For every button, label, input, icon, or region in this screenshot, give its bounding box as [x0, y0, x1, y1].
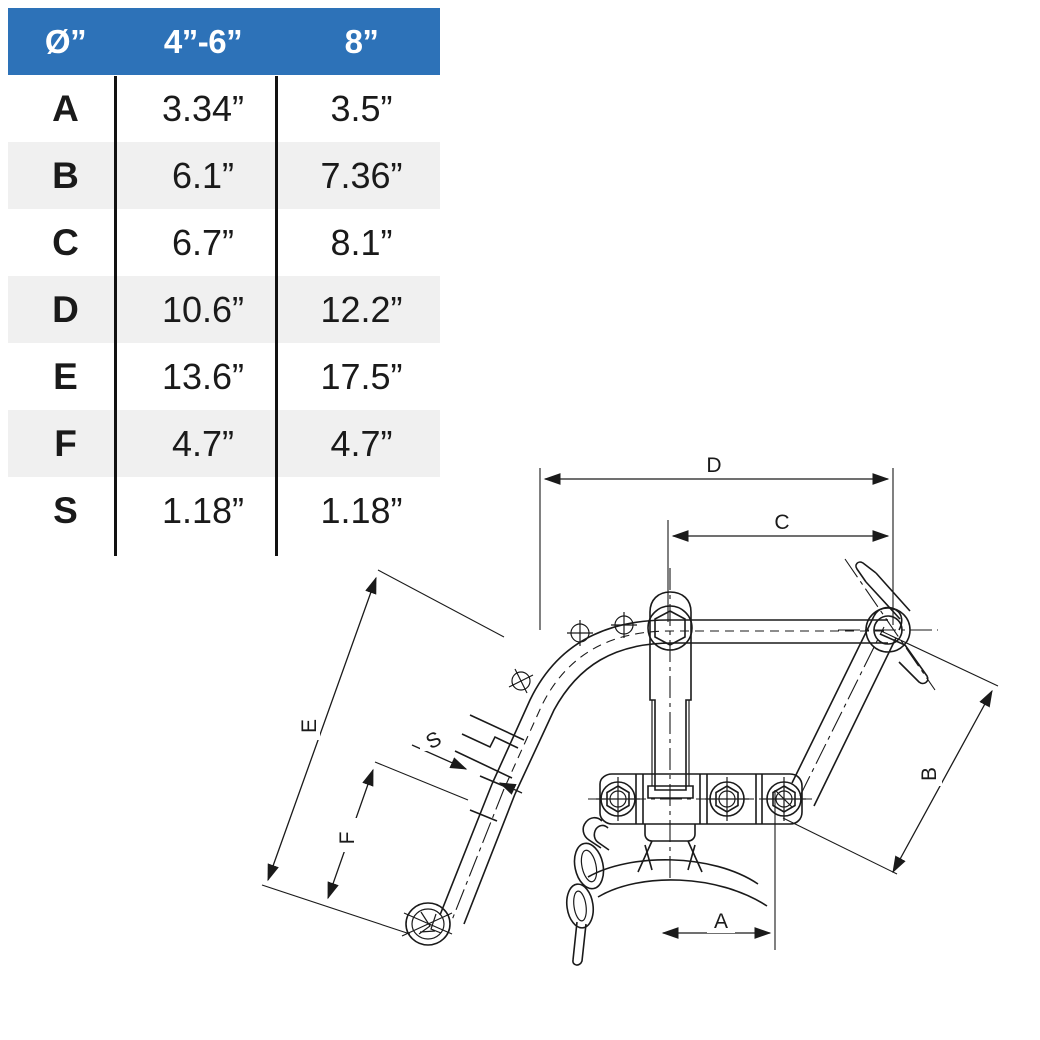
table-header-row: Ø” 4”-6” 8”: [8, 8, 440, 75]
dimension-label-f: F: [336, 832, 359, 845]
row-label-b: B: [8, 142, 123, 209]
row-label-e: E: [53, 355, 78, 397]
dimension-table: Ø” 4”-6” 8” A 3.34” 3.5” B 6.1” 7.36” C …: [8, 8, 440, 544]
header-4-6-inch: 4”-6”: [123, 8, 283, 75]
cell-f-4to6: 4.7”: [123, 410, 283, 477]
table-row: A 3.34” 3.5”: [8, 75, 440, 142]
table-row: E 13.6” 17.5”: [8, 343, 440, 410]
curved-arm: [454, 612, 888, 795]
cell-e-8: 17.5”: [320, 355, 403, 397]
cell-s-8: 1.18”: [320, 489, 403, 531]
dimension-a: A: [661, 790, 776, 950]
adjustment-holes: [508, 612, 637, 694]
cell-f-8: 4.7”: [283, 410, 440, 477]
linkage-body: [588, 773, 812, 825]
hex-nut-top: [647, 605, 693, 651]
table-row: C 6.7” 8.1”: [8, 209, 440, 276]
dimension-label-e: E: [298, 719, 321, 733]
table-row: S 1.18” 1.18”: [8, 477, 440, 544]
cell-a-8: 3.5”: [330, 87, 393, 129]
table-column-divider-2: [275, 76, 278, 556]
dimension-c: C: [667, 511, 890, 622]
dimension-table-header: Ø” 4”-6” 8”: [8, 8, 440, 75]
spindle-column: [647, 568, 694, 880]
cell-d-4to6: 10.6”: [123, 276, 283, 343]
dimension-label-s: S: [422, 727, 445, 754]
table-row: D 10.6” 12.2”: [8, 276, 440, 343]
row-label-f: F: [8, 410, 123, 477]
cell-b-8: 7.36”: [283, 142, 440, 209]
dimension-label-c: C: [774, 511, 789, 534]
pipe-arc: [587, 859, 768, 907]
cell-s-4to6: 1.18”: [161, 489, 245, 531]
hex-bolt-middle: [705, 777, 749, 821]
cell-e-4to6: 13.6”: [161, 355, 245, 397]
row-label-a: A: [52, 87, 79, 129]
cell-a-4to6: 3.34”: [161, 87, 245, 129]
row-label-s: S: [53, 489, 78, 531]
dimension-e: E: [261, 569, 505, 935]
row-label-c: C: [52, 221, 79, 263]
swivel-pad-icon: [401, 902, 453, 946]
cell-c-8: 8.1”: [330, 221, 393, 263]
header-8-inch: 8”: [283, 8, 440, 75]
table-row: F 4.7” 4.7”: [8, 410, 440, 477]
clamp-shoe: [637, 824, 703, 873]
dimension-s: S: [411, 727, 523, 795]
lower-left-tube: [401, 775, 516, 946]
dimension-label-a: A: [714, 910, 728, 933]
hex-bolt-right-pivot: [762, 777, 806, 821]
dimension-d: D: [539, 454, 894, 630]
cell-b-4to6: 6.1”: [123, 142, 283, 209]
chain: [565, 816, 610, 966]
hex-bolt-left: [596, 777, 640, 821]
dimension-b: B: [782, 629, 999, 875]
dimension-label-d: D: [706, 454, 721, 477]
dimension-label-b: B: [918, 767, 941, 781]
cell-d-8: 12.2”: [283, 276, 440, 343]
cell-c-4to6: 6.7”: [171, 221, 235, 263]
table-row: B 6.1” 7.36”: [8, 142, 440, 209]
right-diagonal-arm: [791, 606, 903, 807]
dimension-f: F: [327, 761, 469, 900]
row-label-d: D: [8, 276, 123, 343]
dimension-table-body: A 3.34” 3.5” B 6.1” 7.36” C 6.7” 8.1” D …: [8, 75, 440, 544]
table-column-divider-1: [114, 76, 117, 556]
t-handle: [838, 558, 938, 691]
header-diameter: Ø”: [8, 8, 123, 75]
